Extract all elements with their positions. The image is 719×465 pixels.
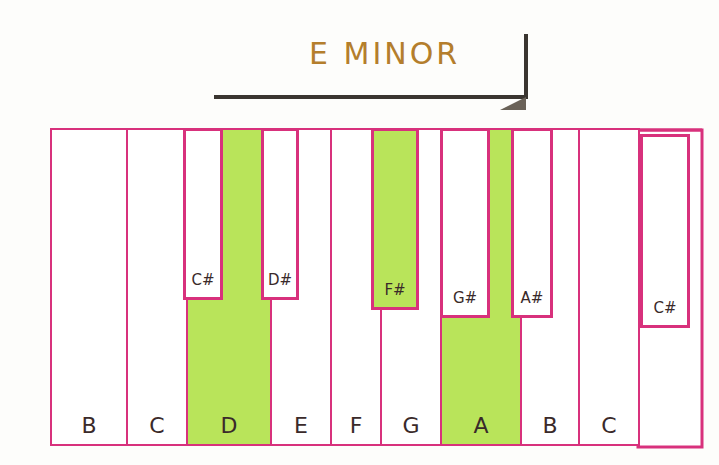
black-key: A# (511, 128, 553, 318)
white-key: C (578, 128, 640, 446)
black-key: C# (183, 128, 223, 300)
sharp-key-label: G# (453, 289, 477, 307)
white-key: C (126, 128, 188, 446)
sharp-key-label: D# (268, 271, 292, 289)
sharp-key-label: A# (521, 289, 544, 307)
note-label: E (294, 413, 308, 438)
note-label: C (149, 413, 164, 438)
partial-white-key (638, 130, 702, 447)
note-label: B (81, 413, 96, 438)
title-underline (214, 34, 526, 97)
note-label: A (473, 413, 488, 438)
note-label: B (542, 413, 557, 438)
sharp-key-label: F# (384, 281, 405, 299)
chart-title: E MINOR (309, 36, 460, 71)
sharp-key-label: C# (191, 271, 214, 289)
title-underline-shadow (500, 97, 526, 110)
sharp-key-label: C# (653, 299, 676, 317)
white-key: B (50, 128, 128, 446)
note-label: D (221, 413, 238, 438)
black-key: G# (440, 128, 490, 318)
black-key: C# (640, 134, 690, 328)
black-key: D# (261, 128, 299, 300)
note-label: G (402, 413, 419, 438)
black-key: F# (371, 128, 419, 310)
note-label: F (350, 413, 363, 438)
note-label: C (601, 413, 616, 438)
